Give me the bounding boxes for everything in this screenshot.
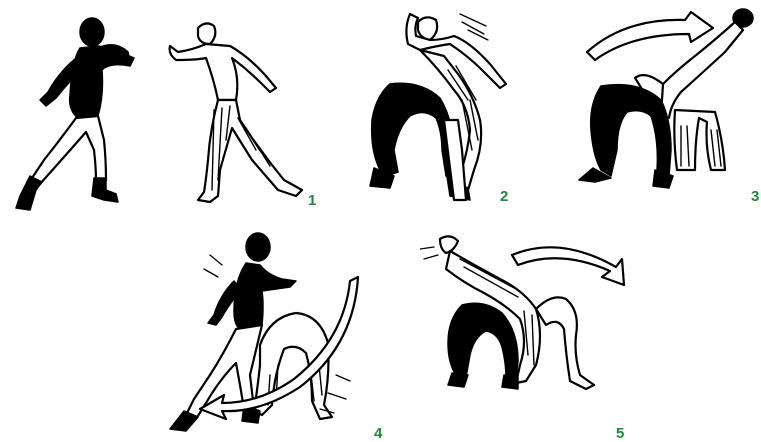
- step-number: 1: [308, 192, 316, 209]
- illustration-panel-1: 1: [0, 0, 330, 215]
- fighters-kick-illustration: [350, 0, 540, 215]
- illustration-panel-3: 3: [565, 0, 761, 215]
- step-number: 4: [374, 425, 382, 442]
- step-number: 5: [616, 425, 624, 442]
- fighters-sweep-illustration: [150, 225, 400, 441]
- fighters-handstand-illustration: [565, 0, 761, 215]
- dark-fighter-figure: [16, 18, 134, 210]
- fighters-cartwheel-illustration: [420, 225, 640, 441]
- step-number: 2: [500, 188, 508, 205]
- illustration-panel-2: 2: [350, 0, 540, 215]
- illustration-panel-5: 5: [420, 225, 640, 441]
- illustration-panel-4: 4: [150, 225, 400, 441]
- light-fighter-figure: [170, 23, 302, 202]
- dark-fighter-figure: [370, 83, 470, 200]
- arrow-right-icon: [587, 12, 713, 60]
- arrow-curve-icon: [512, 247, 624, 285]
- fighters-stance-illustration: [0, 0, 330, 215]
- dark-fighter-figure: [579, 85, 673, 188]
- step-number: 3: [751, 188, 759, 205]
- dark-fighter-figure: [448, 303, 518, 389]
